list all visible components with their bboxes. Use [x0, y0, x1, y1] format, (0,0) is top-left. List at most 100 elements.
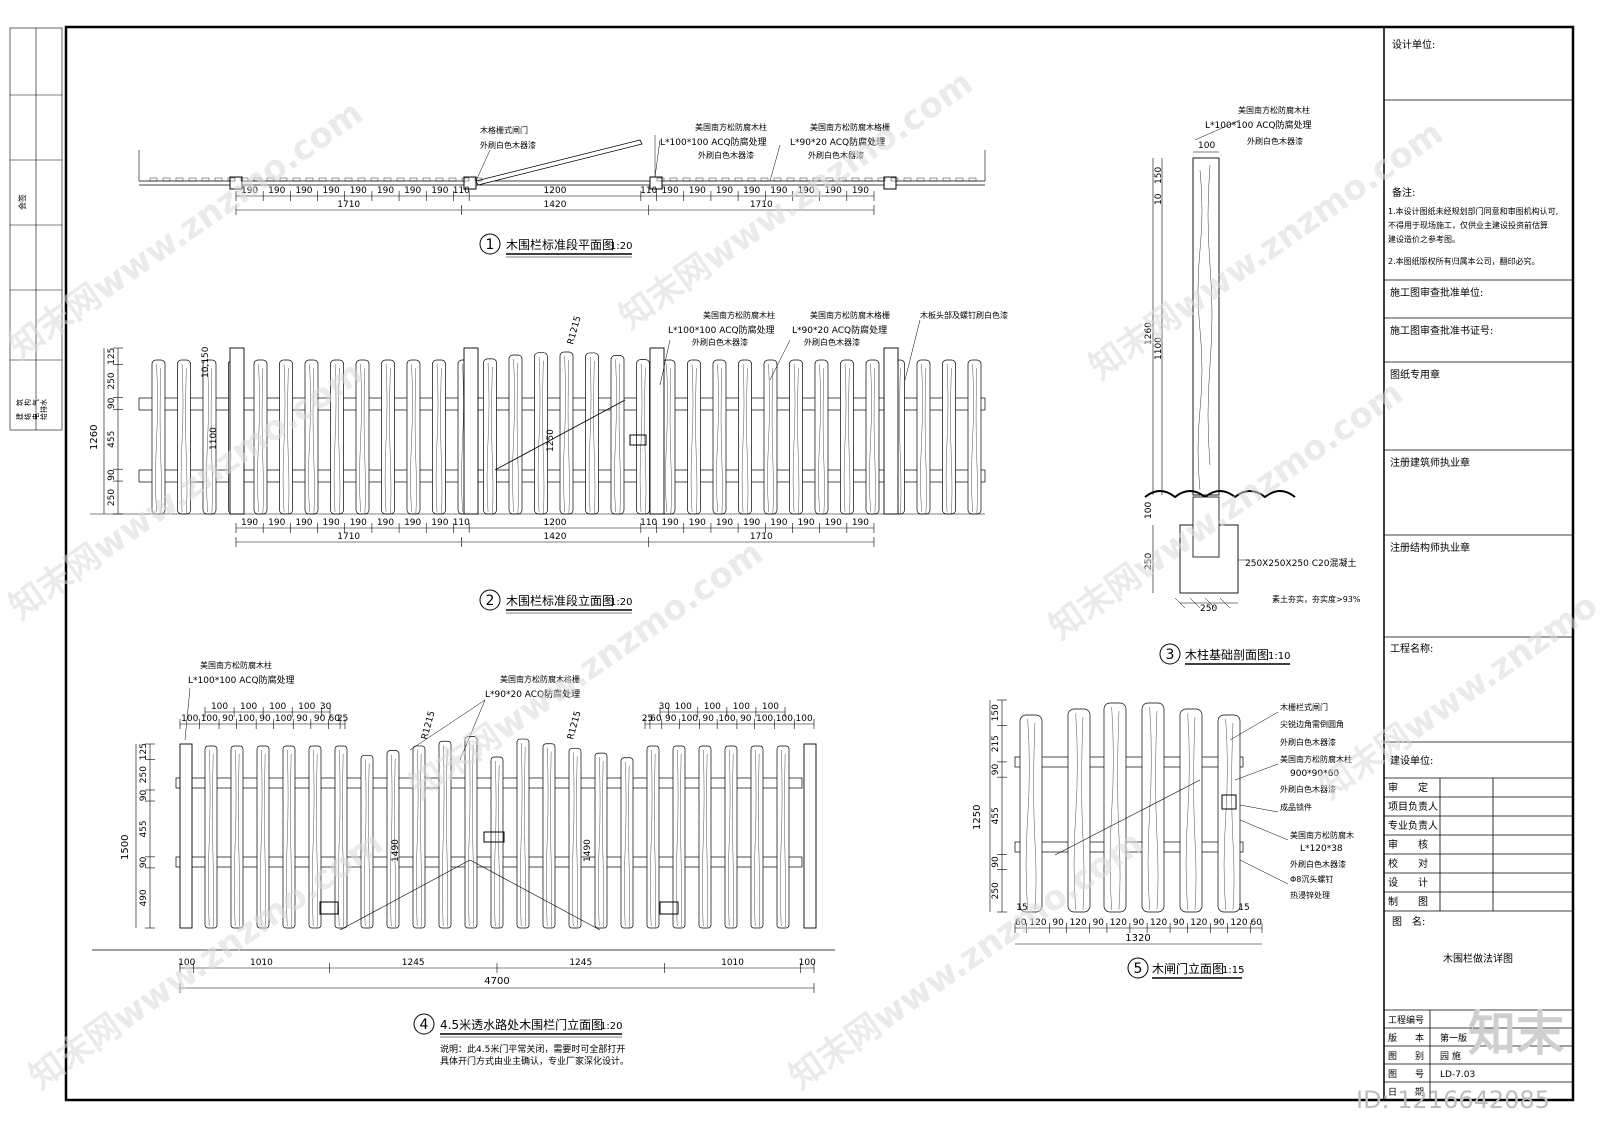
plan-picket — [396, 177, 405, 182]
drawing-2-number: 2 — [486, 593, 495, 609]
elevation-post — [649, 347, 665, 515]
wood-grain — [639, 363, 647, 515]
gate4-dim-label: 100 — [178, 958, 195, 968]
gate4-picket — [256, 745, 270, 929]
plan-picket — [890, 177, 899, 182]
gate4-vdim-label: 490 — [139, 889, 149, 906]
watermark-1: 知末网www.znzmo.com — [2, 93, 370, 367]
section-grade: 100 — [1144, 502, 1154, 519]
wood-grain — [1025, 718, 1037, 911]
section-footing-height: 250 — [1144, 553, 1154, 570]
drawing-5-scale: 1:15 — [1222, 965, 1244, 976]
gate5-dim-label: 120 — [1190, 918, 1207, 928]
wood-grain — [690, 363, 698, 515]
gate4-top-right-label: 30 — [659, 702, 671, 712]
gate4-dim-label: 100 — [799, 958, 816, 968]
drawing-2-number-circle — [479, 589, 501, 611]
structural-stamp-label: 注册结构师执业章 — [1390, 541, 1470, 554]
watermark-8: 知末网www.znzmo.com — [782, 823, 1150, 1097]
wood-grain — [1185, 712, 1197, 911]
plan-picket — [448, 177, 457, 182]
elev-dim-label: 190 — [404, 518, 421, 528]
review-cert-label: 施工图审查批准书证号: — [1390, 324, 1493, 337]
wood-grain — [728, 749, 734, 927]
wood-grain — [818, 363, 825, 515]
elev-dim-label: 190 — [241, 518, 258, 528]
wood-grain — [754, 749, 760, 927]
plan-picket — [279, 177, 288, 182]
elevation-screw-label: 木板头部及螺钉刷白色漆 — [920, 310, 1008, 320]
owner-label: 建设单位: — [1390, 754, 1433, 767]
gate4-top-left-label: 100 — [298, 702, 315, 712]
plan-picket — [357, 177, 366, 182]
wood-grain — [1147, 706, 1159, 911]
gate-5-label-5: 900*90*60 — [1290, 769, 1339, 779]
plan-dim-label: 190 — [295, 186, 312, 196]
plan-picket — [903, 177, 912, 182]
gate4-top-left-label: 100 — [269, 702, 286, 712]
elevation-picket — [559, 351, 574, 515]
gate-4-total-height: 1500 — [120, 835, 131, 860]
gate5-vdim-label: 250 — [991, 882, 1001, 899]
gate4-mid-right-label: 25 — [642, 714, 653, 724]
gate4-picket — [230, 745, 244, 929]
section-post — [1192, 157, 1220, 496]
gate5-board — [1179, 708, 1203, 913]
plan-picket — [474, 177, 483, 182]
note-line-3: 建设造价之参考图。 — [1388, 234, 1460, 244]
gate5-dim-label: 90 — [1052, 918, 1064, 928]
elevation-post-sub: 外刷白色木器漆 — [692, 337, 748, 347]
wood-grain — [416, 749, 422, 927]
plan-picket — [240, 177, 249, 182]
gate4-post — [803, 743, 817, 929]
gate4-vdim-label: 455 — [139, 820, 149, 837]
wood-grain — [468, 740, 474, 927]
plan-picket — [708, 177, 717, 182]
plan-post-1 — [229, 176, 243, 190]
watermark-3: 知末网www.znzmo.com — [1082, 113, 1450, 387]
plan-picket — [669, 177, 678, 182]
gate-5-label-12: 热浸锌处理 — [1290, 890, 1330, 900]
gate-5-boards — [1014, 702, 1244, 913]
elevation-picket — [865, 359, 880, 515]
elevation-picket — [687, 359, 701, 515]
wood-grain — [384, 363, 392, 515]
elevation-picket — [381, 359, 395, 515]
info-row-2-value: 第一版 — [1440, 1032, 1467, 1044]
plan-picket — [942, 177, 951, 182]
gate4-mid-right-label: 100 — [718, 714, 735, 724]
drawing-5-title: 木闸门立面图 — [1152, 961, 1224, 976]
elevation-post-spec: L*100*100 ACQ防腐处理 — [668, 324, 775, 336]
gate4-picket — [568, 748, 582, 929]
gate4-picket — [386, 750, 400, 929]
gate-brace — [494, 399, 626, 471]
gate5-top-rail — [1014, 756, 1244, 768]
elevation-picket — [916, 359, 931, 515]
elevation-post — [463, 347, 479, 515]
elevation-rail-sub: 外刷白色木器漆 — [804, 337, 860, 347]
gate4-picket — [542, 743, 556, 929]
gate-4-height-right: 1490 — [583, 839, 593, 862]
plan-dim-label: 190 — [268, 186, 285, 196]
gate4-picket — [438, 740, 452, 929]
drawing-1-number-circle — [479, 233, 501, 255]
elev-vdim-label: 125 — [107, 348, 117, 365]
wood-grain — [741, 363, 749, 515]
gate4-dim-label: 1010 — [250, 958, 273, 968]
wood-grain — [1109, 706, 1121, 911]
plan-picket — [331, 177, 340, 182]
gate4-mid-right-label: 100 — [796, 714, 813, 724]
elev-dim-label: 190 — [743, 518, 760, 528]
info-row-3-label: 图 别 — [1388, 1051, 1424, 1062]
plan-picket — [747, 177, 756, 182]
plan-gate-sub: 外刷白色木器漆 — [480, 140, 536, 150]
gate4-picket — [620, 757, 634, 929]
elevation-picket — [636, 359, 650, 515]
section-soil: 素土夯实，夯实度>93% — [1272, 594, 1361, 604]
note-line-4: 2.本图纸版权所有归属本公司，翻印必究。 — [1388, 256, 1540, 266]
plan-dim-label: 1200 — [544, 186, 567, 196]
gate4-picket — [204, 745, 218, 929]
